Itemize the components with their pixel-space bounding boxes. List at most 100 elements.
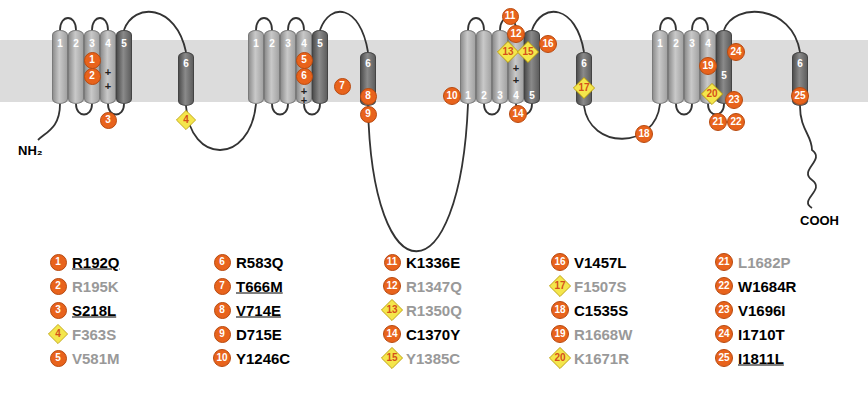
marker-number: 3 [55,305,61,315]
loop [676,104,692,115]
helix-number: 3 [493,91,507,101]
marker-number: 17 [554,281,565,291]
legend-marker: 14 [383,325,401,343]
marker-number: 22 [718,281,729,291]
marker-number: 17 [578,83,589,93]
pore-loop [532,12,584,52]
marker-number: 13 [502,47,513,57]
pore-loop [124,12,186,52]
marker-number: 5 [55,353,61,363]
mutation-label: Y1246C [236,351,290,366]
marker-number: 21 [712,117,723,127]
legend-marker: 4 [48,324,68,344]
helix-cylinder: 5 [524,30,540,104]
helix-number: 2 [477,91,491,101]
marker-number: 6 [301,71,307,81]
mutation-label: V581M [72,351,120,366]
mutation-label: V1457L [574,255,627,270]
legend-marker: 15 [381,347,403,369]
c-terminus-line [800,106,816,208]
mutation-label: V1696I [738,303,786,318]
helix-number: 6 [361,59,375,69]
marker-number: 8 [219,305,225,315]
diamond-shape [701,83,722,104]
diamond-shape [573,77,594,98]
loop [692,18,708,30]
marker-number: 19 [702,61,713,71]
charge-sign: + [105,81,111,92]
helix-cylinder: 1 [52,30,68,104]
mutation-marker: 16 [539,35,557,53]
helix-number: 5 [525,91,539,101]
legend-marker: 16 [551,253,569,271]
helix-number: 5 [717,71,731,81]
marker-number: 9 [219,329,225,339]
terminus-label: NH₂ [18,144,43,157]
legend-marker: 18 [551,301,569,319]
mutation-label: C1370Y [406,327,460,342]
helix-number: 3 [85,39,99,49]
mutation-label: I1710T [738,327,785,342]
loop [660,18,676,30]
mutation-marker: 21 [709,113,727,131]
helix-cylinder: 1 [248,30,264,104]
helix-number: 6 [793,59,807,69]
mutation-marker: 13 [497,41,519,63]
charge-sign: + [105,67,111,78]
loop [468,18,484,30]
marker-number: 20 [554,353,565,363]
mutation-label: R195K [72,279,119,294]
helix-number: 1 [461,91,475,101]
helix-number: 5 [117,39,131,49]
marker-number: 2 [89,71,95,81]
n-terminus-line [38,104,60,140]
loop [484,104,500,115]
helix-cylinder: 3 [684,30,700,104]
charge-sign: + [513,63,519,74]
mutation-marker: 12 [507,25,525,43]
mutation-label: Y1385C [406,351,460,366]
legend-marker: 5 [50,350,67,367]
diamond-shape [549,275,570,296]
marker-number: 16 [542,39,553,49]
diamond-shape [517,41,538,62]
legend-marker: 23 [715,301,733,319]
charge-sign: + [301,95,307,106]
marker-number: 12 [386,281,397,291]
mutation-marker: 2 [84,68,101,85]
mutation-label: W1684R [738,279,796,294]
marker-number: 3 [105,115,111,125]
legend-marker: 10 [213,349,231,367]
legend-marker: 7 [214,278,231,295]
mutation-marker: 23 [725,91,743,109]
loop [60,18,76,30]
legend-marker: 1 [50,254,67,271]
marker-number: 21 [718,257,729,267]
terminus-label: COOH [800,214,839,227]
marker-number: 20 [706,89,717,99]
legend-marker: 8 [214,302,231,319]
helix-number: 6 [577,59,591,69]
linker [186,104,256,150]
marker-number: 11 [387,257,398,267]
helix-cylinder: 1 [652,30,668,104]
legend-marker: 20 [549,347,571,369]
marker-number: 2 [55,281,61,291]
loop-lines [38,12,816,251]
legend-marker: 22 [715,277,733,295]
mutation-label: F363S [72,327,116,342]
helix-cylinder: 3 [280,30,296,104]
mutation-label: T666M [236,279,283,294]
mutation-label: D715E [236,327,282,342]
legend-marker: 11 [384,254,401,271]
diamond-shape [48,324,67,343]
helix-number: 2 [265,39,279,49]
marker-number: 4 [55,329,61,339]
loop [92,18,108,30]
helix-cylinder: 2 [264,30,280,104]
mutation-marker: 14 [509,105,527,123]
marker-number: 14 [386,329,397,339]
marker-number: 18 [554,305,565,315]
mutation-marker: 4 [176,110,196,130]
helix-number: 4 [509,91,523,101]
